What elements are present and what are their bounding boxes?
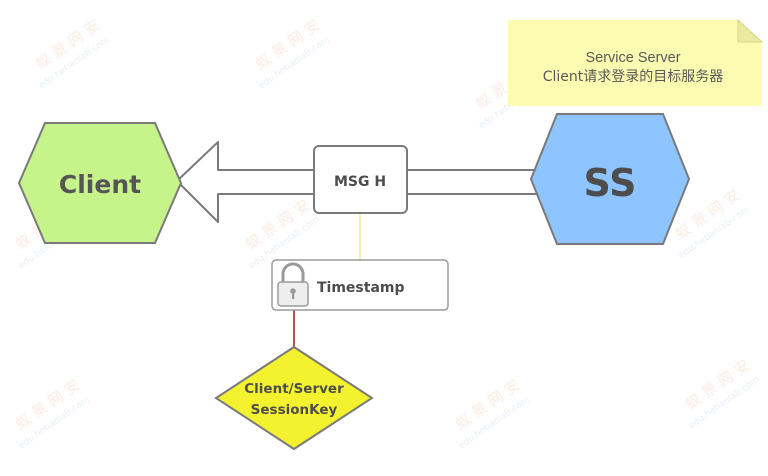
watermark-7: 蚁 景 网 安 edu.hetianlab.com <box>12 376 92 451</box>
timestamp-node: Timestamp <box>271 259 449 311</box>
note-description: Client请求登录的目标服务器 <box>543 69 724 85</box>
msg-h-label: MSG H <box>334 174 386 190</box>
client-label: Client <box>59 170 141 199</box>
watermark-1: 蚁 景 网 安 edu.hetianlab.com <box>32 16 112 91</box>
note-paper <box>508 20 762 106</box>
watermark-8: 蚁 景 网 安 edu.hetianlab.com <box>452 376 532 451</box>
service-server-note: Service Server Client请求登录的目标服务器 <box>508 18 764 106</box>
timestamp-box <box>271 259 449 311</box>
msg-h-box <box>313 145 408 214</box>
client-node: Client <box>17 122 183 244</box>
note-fold <box>737 18 764 43</box>
sessionkey-label-line2: SessionKey <box>251 402 338 418</box>
sessionkey-diamond <box>214 345 374 451</box>
lock-icon <box>277 262 309 307</box>
client-hexagon <box>17 122 183 244</box>
watermark-9: 蚁 景 网 安 edu.hetianlab.com <box>682 356 762 431</box>
msg-h-node: MSG H <box>313 145 408 214</box>
sessionkey-label-line1: Client/Server <box>244 381 344 397</box>
timestamp-label: Timestamp <box>317 280 405 296</box>
sessionkey-node: Client/Server SessionKey <box>214 345 374 451</box>
ss-node: SS <box>529 113 691 245</box>
note-title: Service Server <box>585 50 680 66</box>
watermark-2: 蚁 景 网 安 edu.hetianlab.com <box>252 16 332 91</box>
ss-label: SS <box>583 161 636 205</box>
ss-hexagon <box>529 113 691 245</box>
